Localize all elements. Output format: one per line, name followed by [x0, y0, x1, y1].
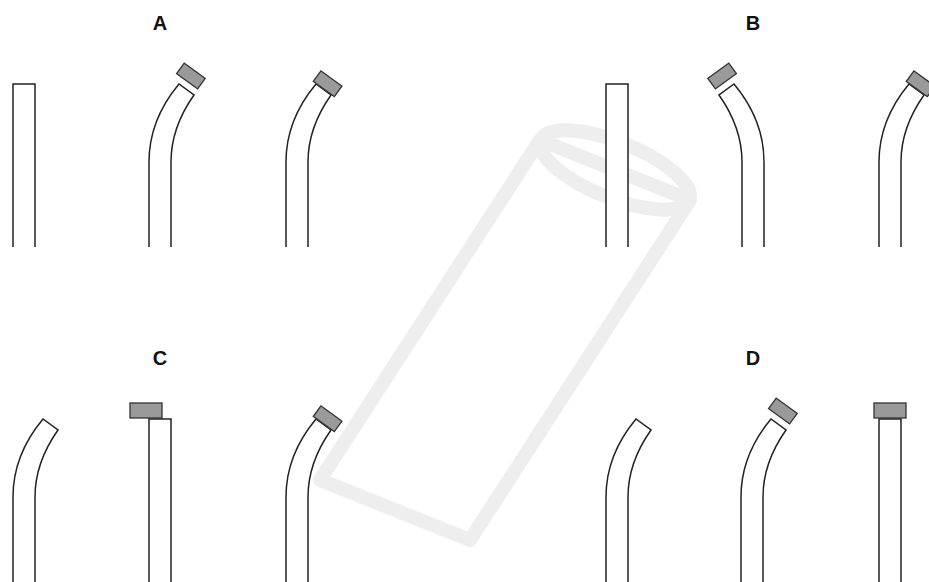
panel-letter: C: [153, 348, 167, 368]
panel-letter: B: [746, 13, 760, 33]
watermark-logo: [320, 114, 700, 540]
panel-b-tubes: [606, 63, 929, 247]
panel-d-tubes: [606, 398, 906, 582]
panel-letter: D: [746, 348, 760, 368]
panel-letter: A: [153, 13, 167, 33]
panel-a-tubes: [13, 63, 342, 247]
panel-c-tubes: [13, 403, 342, 582]
